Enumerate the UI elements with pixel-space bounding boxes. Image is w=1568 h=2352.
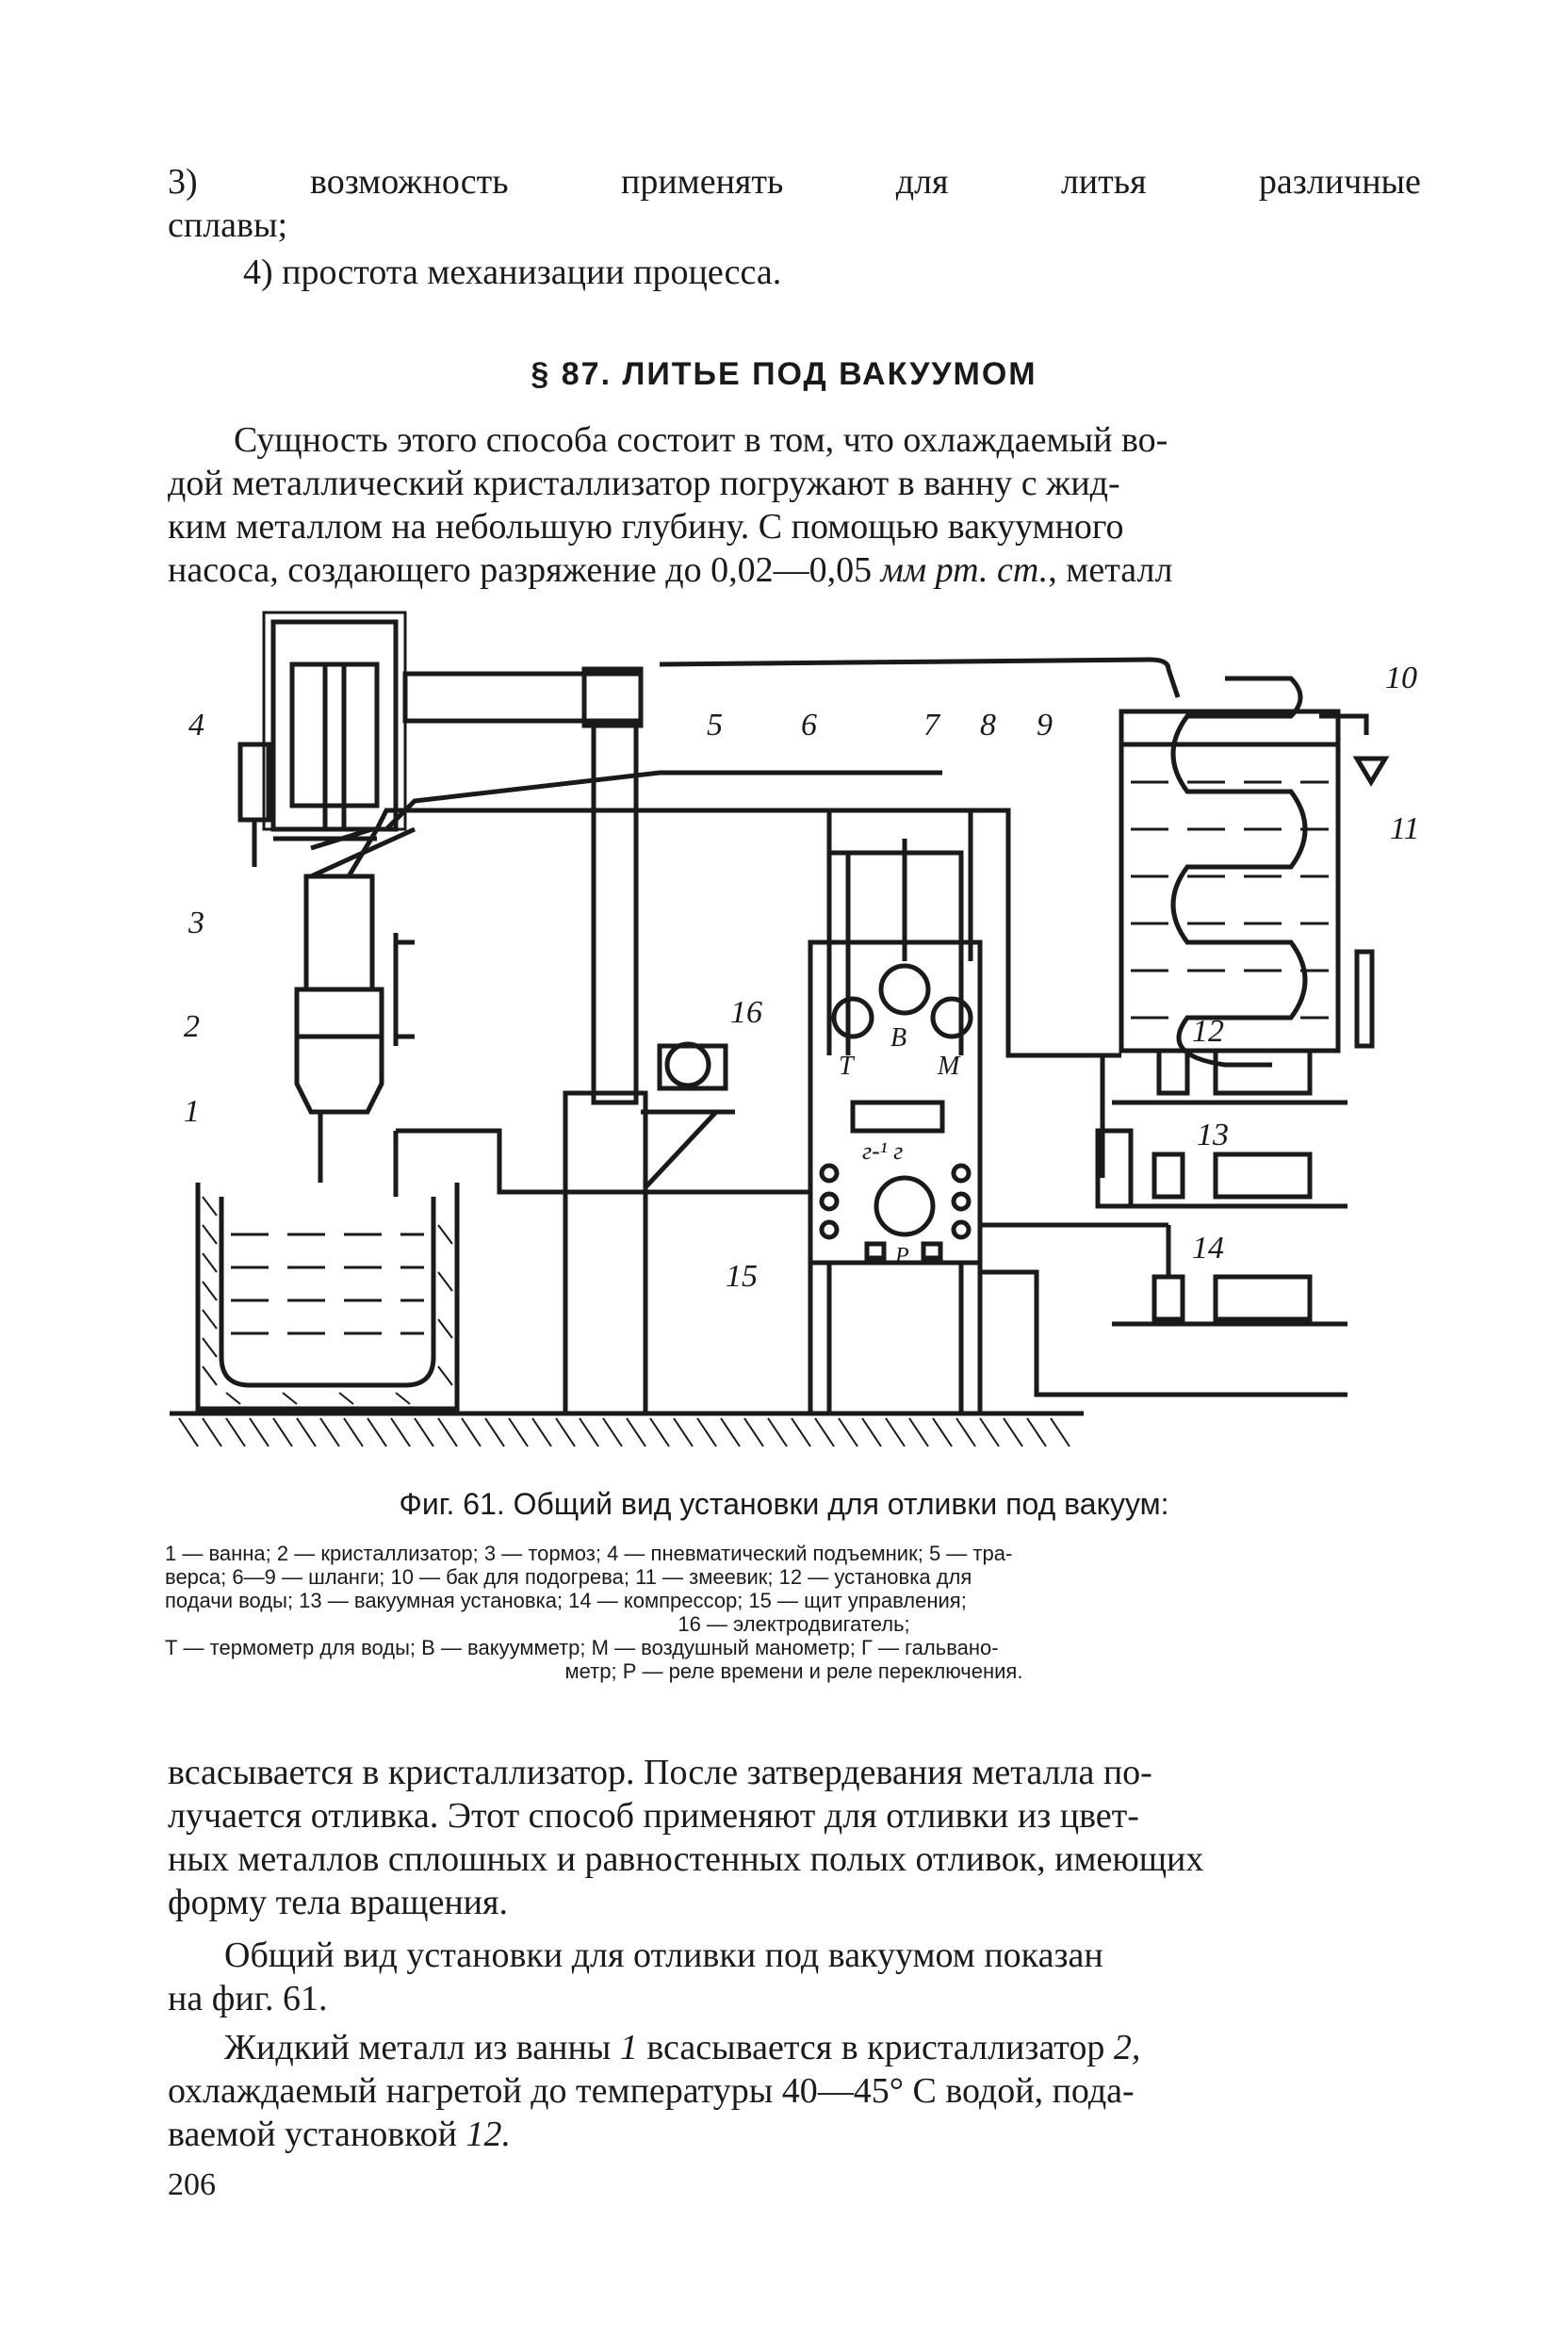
label-P: Р (894, 1244, 909, 1268)
label-14: 14 (1192, 1231, 1224, 1266)
body-ref-1: 1 (619, 2028, 638, 2067)
label-M: М (937, 1052, 961, 1081)
label-11: 11 (1390, 811, 1419, 846)
legend-line-2: верса; 6—9 — шланги; 10 — бак для подогр… (165, 1565, 972, 1589)
label-2: 2 (184, 1009, 200, 1044)
label-8: 8 (980, 708, 996, 743)
label-5: 5 (707, 708, 723, 743)
label-1: 1 (184, 1094, 200, 1129)
legend-line-3: подачи воды; 13 — вакуумная установка; 1… (165, 1589, 967, 1612)
label-16: 16 (730, 995, 762, 1030)
intro-line-2: дой металлический кристаллизатор погружа… (168, 464, 1120, 503)
item3-text-f: различные (1258, 162, 1421, 202)
label-12: 12 (1192, 1014, 1224, 1049)
section-heading: § 87. ЛИТЬЕ ПОД ВАКУУМОМ (531, 356, 1037, 392)
crystallizer (294, 874, 415, 1183)
body-p2-line-1: Общий вид установки для отливки под ваку… (224, 1936, 1103, 1975)
control-panel (808, 939, 983, 1413)
intro-paragraph: Сущность этого способа состоит в том, чт… (168, 418, 1421, 592)
heating-tank (1119, 709, 1341, 1054)
label-15: 15 (726, 1259, 758, 1294)
legend-line-5: Т — термометр для воды; В — вакуумметр; … (165, 1636, 999, 1659)
figure-legend: 1 — ванна; 2 — кристаллизатор; 3 — тормо… (165, 1542, 1423, 1683)
item3-text-c: применять (620, 162, 784, 202)
label-10: 10 (1385, 661, 1417, 695)
body-p3-line-1-a: Жидкий металл из ванны (224, 2028, 620, 2067)
label-T: Т (839, 1052, 856, 1081)
figure-caption: Фиг. 61. Общий вид установки для отливки… (399, 1487, 1169, 1521)
label-B: В (890, 1023, 906, 1053)
body-paragraph-3: Жидкий металл из ванны 1 всасывается в к… (168, 2026, 1421, 2156)
legend-line-4: 16 — электродвигатель; (678, 1612, 910, 1636)
label-3: 3 (188, 906, 204, 940)
legend-line-6: метр; Р — реле времени и реле переключен… (564, 1659, 1023, 1683)
body-ref-2: 2, (1113, 2028, 1141, 2067)
list-item-4: 4) простота механизации процесса. (243, 253, 782, 292)
body-ref-12: 12. (466, 2115, 512, 2154)
page-number: 206 (168, 2167, 216, 2202)
intro-unit: мм рт. ст. (880, 550, 1049, 590)
list-item-3-line1: 3) возможность применять для литья разли… (168, 160, 1421, 204)
item3-text-e: литья (1060, 162, 1147, 202)
item3-text-b: возможность (310, 162, 509, 202)
list-item-3-line2: сплавы; (168, 205, 288, 245)
body-p3-line-2: охлаждаемый нагретой до температуры 40—4… (168, 2071, 1135, 2111)
body-p1-line-3: ных металлов сплошных и равностенных пол… (168, 1839, 1204, 1879)
pneumatic-lifter (237, 611, 407, 867)
body-p2-line-2: на фиг. 61. (168, 1979, 328, 2018)
label-4: 4 (188, 708, 204, 743)
intro-line-4-c: , металл (1048, 550, 1173, 590)
body-paragraph-1: всасывается в кристаллизатор. После затв… (168, 1751, 1421, 1924)
floor-hatching (178, 1417, 1070, 1447)
bath (195, 1183, 460, 1412)
electric-motor (657, 1041, 728, 1091)
body-p3-line-3-a: ваемой установкой (168, 2115, 466, 2154)
item3-text-a: 3) (168, 162, 198, 202)
label-13: 13 (1197, 1118, 1229, 1152)
legend-line-1: 1 — ванна; 2 — кристаллизатор; 3 — тормо… (165, 1542, 1013, 1565)
label-9: 9 (1037, 708, 1053, 743)
coil (1170, 676, 1308, 1068)
label-6: 6 (801, 708, 817, 743)
label-G: г-¹ г (862, 1137, 903, 1165)
body-p3-line-1: Жидкий металл из ванны 1 всасывается в к… (168, 2026, 1421, 2069)
body-p1-line-1: всасывается в кристаллизатор. После затв… (168, 1753, 1152, 1792)
traverse-column (563, 666, 735, 1416)
label-7: 7 (923, 708, 941, 743)
intro-line-4-a: насоса, создающего разряжение до 0,02—0,… (168, 550, 881, 590)
body-p1-line-2: лучается отливка. Этот способ применяют … (168, 1796, 1139, 1836)
intro-line-1: Сущность этого способа состоит в том, чт… (234, 420, 1168, 460)
vacuum-casting-figure: 4 3 2 1 5 6 7 8 9 10 11 12 13 14 15 16 Т… (170, 611, 1419, 1447)
item3-text-d: для (895, 162, 949, 202)
body-p1-line-4: форму тела вращения. (168, 1883, 508, 1922)
list-item-3: 3) возможность применять для литья разли… (168, 160, 1421, 247)
intro-line-4: насоса, создающего разряжение до 0,02—0,… (168, 548, 1421, 592)
intro-line-3: ким металлом на небольшую глубину. С пом… (168, 507, 1124, 547)
body-p3-line-3: ваемой установкой 12. (168, 2113, 1421, 2156)
body-p3-line-1-c: всасывается в кристаллизатор (637, 2028, 1114, 2067)
body-paragraph-2: Общий вид установки для отливки под ваку… (168, 1934, 1421, 2020)
